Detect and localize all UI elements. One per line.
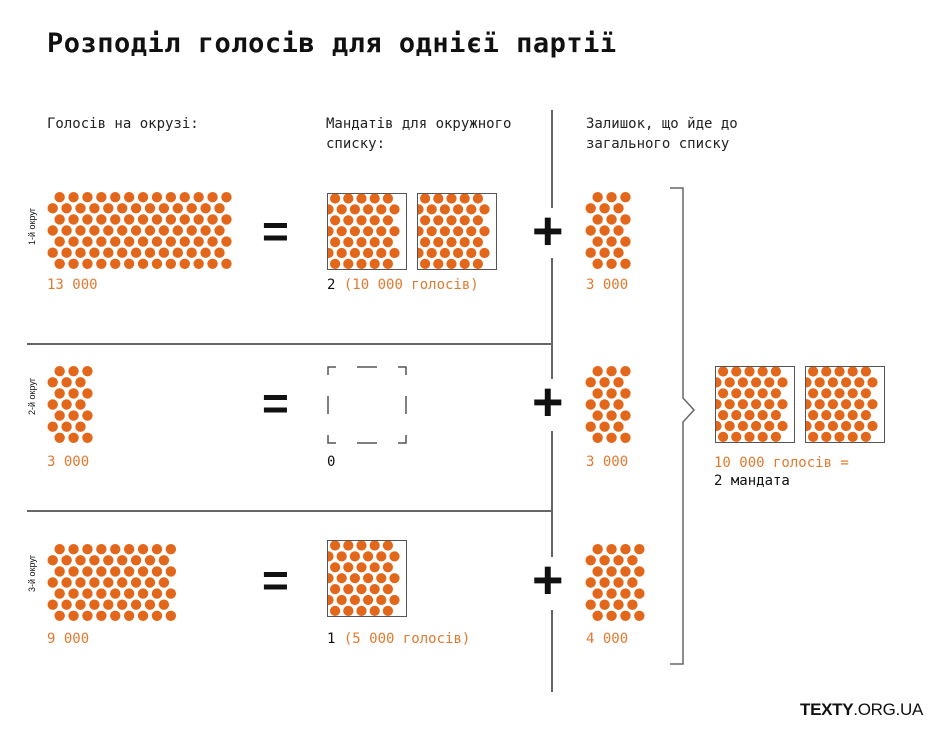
mandate-dots — [716, 367, 794, 442]
column-header-remainder: Залишок, що йде до загального списку — [586, 114, 738, 154]
result-mandate-box-b — [805, 366, 885, 443]
column-header-mandates-line2: списку: — [326, 136, 386, 152]
dot-grid — [328, 541, 400, 616]
district-2-votes: 3 000 — [47, 454, 90, 470]
dot-grid — [716, 367, 788, 442]
district-3-mandates-caption: 1 (5 000 голосів) — [327, 631, 470, 647]
result-votes: 10 000 голосів = — [714, 455, 849, 471]
district-2-remainder-dots — [585, 365, 635, 447]
plus-sign-1: + — [532, 201, 564, 261]
column-header-votes: Голосів на окрузі: — [47, 116, 199, 132]
district-1-remainder-dots — [585, 191, 635, 273]
column-divider-seg3 — [551, 431, 553, 557]
mandate-dots — [328, 541, 406, 616]
page-title: Розподіл голосів для однієї партії — [47, 28, 617, 59]
district-2-mandates-caption: 0 — [327, 454, 335, 470]
column-header-remainder-line2: загального списку — [586, 136, 730, 152]
plus-sign-3: + — [532, 550, 564, 610]
equals-sign-2: = — [262, 377, 289, 429]
district-1-remainder: 3 000 — [586, 277, 629, 293]
mandate-box-1b — [417, 193, 497, 270]
dot-grid — [418, 194, 490, 269]
district-1-votes-dots — [47, 191, 236, 273]
district-1-mandates-count: 2 — [327, 277, 336, 293]
district-1-votes: 13 000 — [47, 277, 98, 293]
column-header-remainder-line1: Залишок, що йде до — [586, 116, 738, 132]
column-header-mandates-line1: Мандатів для окружного — [326, 116, 512, 132]
district-label-1: 1-й округ — [27, 207, 37, 245]
district-3-mandates-count: 1 — [327, 631, 336, 647]
result-mandates: 2 мандата — [714, 473, 790, 489]
mandate-box-3a — [327, 540, 407, 617]
district-label-3: 3-й округ — [27, 554, 37, 592]
district-1-mandates-caption: 2 (10 000 голосів) — [327, 277, 479, 293]
mandate-dots — [806, 367, 884, 442]
dot-grid — [47, 192, 232, 269]
dot-grid — [585, 192, 631, 269]
equals-sign-3: = — [262, 554, 289, 606]
district-3-mandates-votes: (5 000 голосів) — [343, 631, 471, 647]
empty-mandate-box-icon — [327, 366, 407, 444]
brace-bracket-icon — [670, 187, 696, 665]
column-divider-seg2 — [551, 258, 553, 379]
result-mandate-box-a — [715, 366, 795, 443]
dot-grid — [585, 366, 631, 443]
dot-grid — [806, 367, 878, 442]
mandate-box-1a — [327, 193, 407, 270]
district-1-mandates-votes: (10 000 голосів) — [343, 277, 479, 293]
district-3-remainder: 4 000 — [586, 631, 629, 647]
dot-grid — [328, 194, 400, 269]
texty-logo: TEXTY.ORG.UA — [800, 700, 923, 720]
row-divider-1 — [27, 343, 552, 345]
column-divider-seg4 — [551, 610, 553, 692]
district-3-votes: 9 000 — [47, 631, 90, 647]
district-3-remainder-dots — [585, 543, 649, 625]
dot-grid — [47, 544, 177, 621]
column-header-mandates: Мандатів для окружного списку: — [326, 114, 511, 154]
dot-grid — [47, 366, 93, 443]
district-2-mandates-count: 0 — [327, 454, 336, 470]
logo-bold: TEXTY — [800, 700, 854, 719]
district-3-votes-dots — [47, 543, 180, 625]
mandate-dots — [418, 194, 496, 269]
mandate-dots — [328, 194, 406, 269]
plus-sign-2: + — [532, 372, 564, 432]
equals-sign-1: = — [262, 205, 289, 257]
column-divider-seg1 — [551, 110, 553, 208]
district-2-votes-dots — [47, 365, 97, 447]
district-2-remainder: 3 000 — [586, 454, 629, 470]
row-divider-2 — [27, 510, 552, 512]
district-label-2: 2-й округ — [27, 377, 37, 415]
dot-grid — [585, 544, 645, 621]
logo-rest: .ORG.UA — [853, 700, 923, 719]
